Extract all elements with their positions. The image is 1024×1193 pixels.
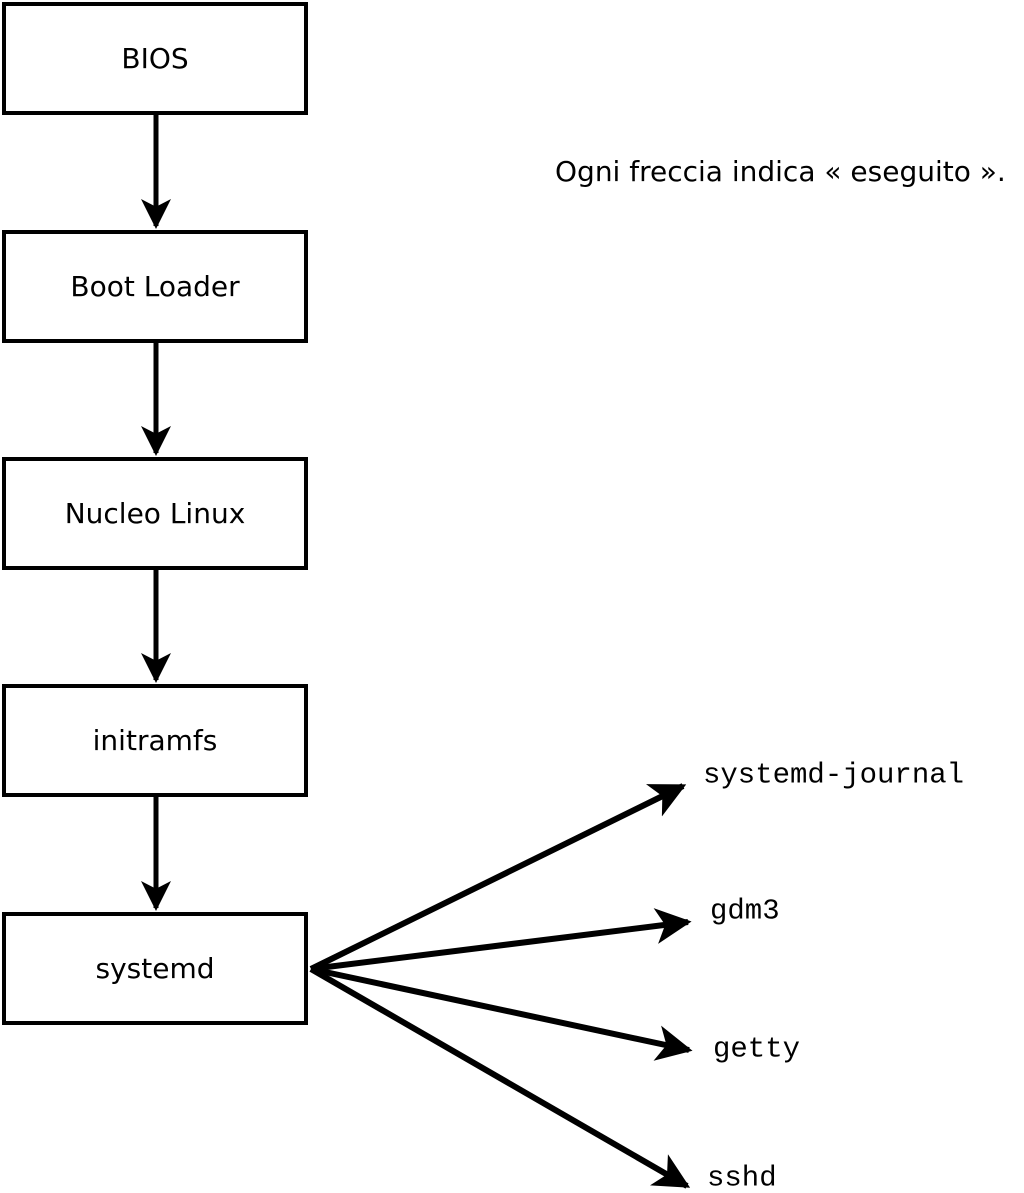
- node-nucleo-linux-label: Nucleo Linux: [64, 497, 246, 530]
- fan-label-systemd-journal: systemd-journal: [703, 758, 965, 792]
- node-initramfs: initramfs: [2, 684, 308, 797]
- node-boot-loader: Boot Loader: [2, 230, 308, 343]
- arrow-systemd-to-getty: [310, 966, 693, 1061]
- node-boot-loader-label: Boot Loader: [70, 270, 240, 303]
- arrow-systemd-to-gdm3: [310, 908, 692, 972]
- diagram-caption: Ogni freccia indica « eseguito ».: [555, 154, 1006, 188]
- node-systemd: systemd: [2, 912, 308, 1025]
- node-bios-label: BIOS: [121, 42, 189, 75]
- arrow-systemd-to-sshd: [309, 966, 691, 1189]
- node-nucleo-linux: Nucleo Linux: [2, 457, 308, 570]
- node-bios: BIOS: [2, 2, 308, 115]
- fan-label-gdm3: gdm3: [710, 894, 780, 928]
- arrow-systemd-to-journal: [309, 783, 687, 972]
- fan-label-getty: getty: [713, 1032, 801, 1066]
- node-initramfs-label: initramfs: [92, 724, 218, 757]
- node-systemd-label: systemd: [95, 952, 215, 985]
- fan-label-sshd: sshd: [707, 1161, 777, 1193]
